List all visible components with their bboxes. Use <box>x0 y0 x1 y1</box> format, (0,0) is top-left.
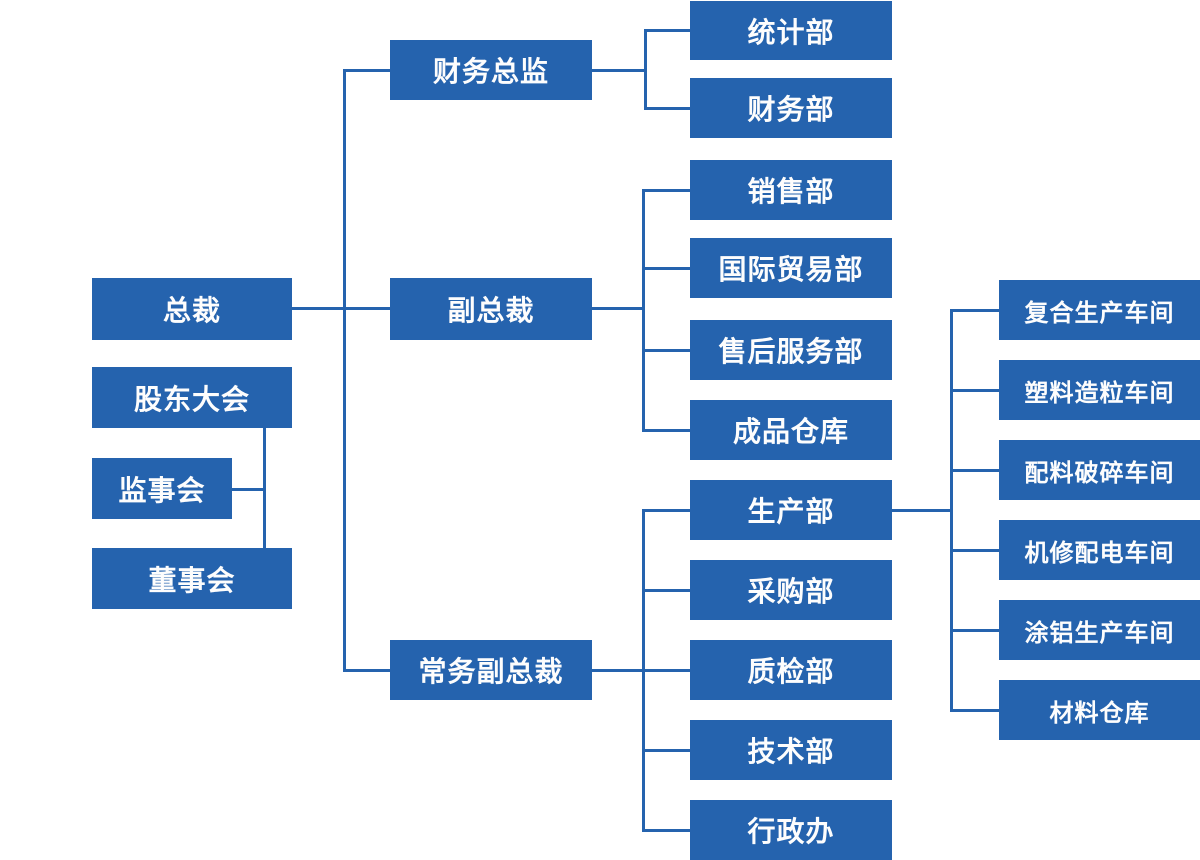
org-node-caigou-bu: 采购部 <box>690 560 892 620</box>
org-node-label: 销售部 <box>747 176 835 207</box>
connector-line <box>643 668 690 672</box>
org-node-jishu-bu: 技术部 <box>690 720 892 780</box>
org-node-tongji-bu: 统计部 <box>690 1 892 60</box>
connector-line <box>951 548 999 552</box>
org-node-shouhou-fuwu-bu: 售后服务部 <box>690 320 892 380</box>
org-node-gudong-dahui: 股东大会 <box>92 367 292 428</box>
org-node-label: 成品仓库 <box>732 416 849 447</box>
org-node-xiaoshou-bu: 销售部 <box>690 160 892 220</box>
connector-line <box>643 266 690 270</box>
org-node-guoji-maoyi-bu: 国际贸易部 <box>690 238 892 298</box>
org-node-label: 行政办 <box>747 816 835 847</box>
org-node-label: 采购部 <box>747 576 835 607</box>
org-node-label: 技术部 <box>747 736 835 767</box>
org-node-label: 股东大会 <box>133 383 250 415</box>
org-node-label: 生产部 <box>747 496 835 527</box>
connector-line <box>342 68 346 672</box>
org-node-caiwu-bu: 财务部 <box>690 78 892 138</box>
connector-line <box>643 748 690 752</box>
connector-line <box>641 188 645 432</box>
org-node-label: 总裁 <box>162 295 221 326</box>
org-node-fuhe-shengchan-chejian: 复合生产车间 <box>999 280 1200 340</box>
connector-line <box>344 68 390 72</box>
org-node-label: 质检部 <box>747 656 835 687</box>
connector-line <box>643 348 690 352</box>
connector-line <box>951 468 999 472</box>
org-node-label: 复合生产车间 <box>1024 299 1175 327</box>
org-node-zhijian-bu: 质检部 <box>690 640 892 700</box>
org-node-chengpin-cangku: 成品仓库 <box>690 400 892 460</box>
org-node-label: 统计部 <box>747 16 835 48</box>
org-node-label: 财务部 <box>747 94 835 125</box>
org-node-label: 塑料造粒车间 <box>1024 379 1175 407</box>
org-node-label: 董事会 <box>148 564 236 596</box>
org-node-label: 国际贸易部 <box>718 254 864 285</box>
org-node-label: 监事会 <box>118 474 206 506</box>
org-node-caiwu-zongjian: 财务总监 <box>390 40 592 100</box>
org-node-zongcai: 总裁 <box>92 278 292 340</box>
connector-line <box>643 508 690 512</box>
connector-line <box>643 588 690 592</box>
connector-line <box>951 708 999 712</box>
org-node-xingzheng-ban: 行政办 <box>690 800 892 860</box>
org-node-tulv-shengchan-chejian: 涂铝生产车间 <box>999 600 1200 660</box>
connector-line <box>645 106 690 110</box>
org-node-label: 售后服务部 <box>718 336 864 367</box>
connector-line <box>592 306 643 310</box>
connector-line <box>951 388 999 392</box>
org-node-suliao-zaoli-chejian: 塑料造粒车间 <box>999 360 1200 420</box>
org-node-label: 机修配电车间 <box>1024 539 1175 567</box>
org-node-label: 常务副总裁 <box>418 656 564 687</box>
connector-line <box>951 308 999 312</box>
org-node-label: 副总裁 <box>447 295 535 326</box>
connector-line <box>951 628 999 632</box>
connector-line <box>344 668 390 672</box>
org-node-dongshihui: 董事会 <box>92 548 292 609</box>
org-node-shengchan-bu: 生产部 <box>690 480 892 540</box>
org-node-fu-zongcai: 副总裁 <box>390 278 592 340</box>
connector-line <box>643 188 690 192</box>
connector-line <box>643 828 690 832</box>
connector-line <box>262 426 266 550</box>
org-node-jianshihui: 监事会 <box>92 458 232 519</box>
connector-line <box>592 68 645 72</box>
org-node-label: 涂铝生产车间 <box>1024 619 1175 647</box>
org-node-cailiao-cangku: 材料仓库 <box>999 680 1200 740</box>
org-node-peiliao-posui-chejian: 配料破碎车间 <box>999 440 1200 500</box>
connector-line <box>592 668 643 672</box>
connector-line <box>292 306 390 310</box>
org-node-jixiu-peidian-chejian: 机修配电车间 <box>999 520 1200 580</box>
connector-line <box>232 487 264 491</box>
connector-line <box>892 508 951 512</box>
org-node-label: 配料破碎车间 <box>1024 459 1175 487</box>
connector-line <box>949 308 953 712</box>
connector-line <box>643 28 647 110</box>
connector-line <box>645 28 690 32</box>
org-node-changwu-fu-zongcai: 常务副总裁 <box>390 640 592 700</box>
connector-line <box>643 428 690 432</box>
org-node-label: 材料仓库 <box>1049 699 1150 727</box>
org-node-label: 财务总监 <box>432 56 549 87</box>
